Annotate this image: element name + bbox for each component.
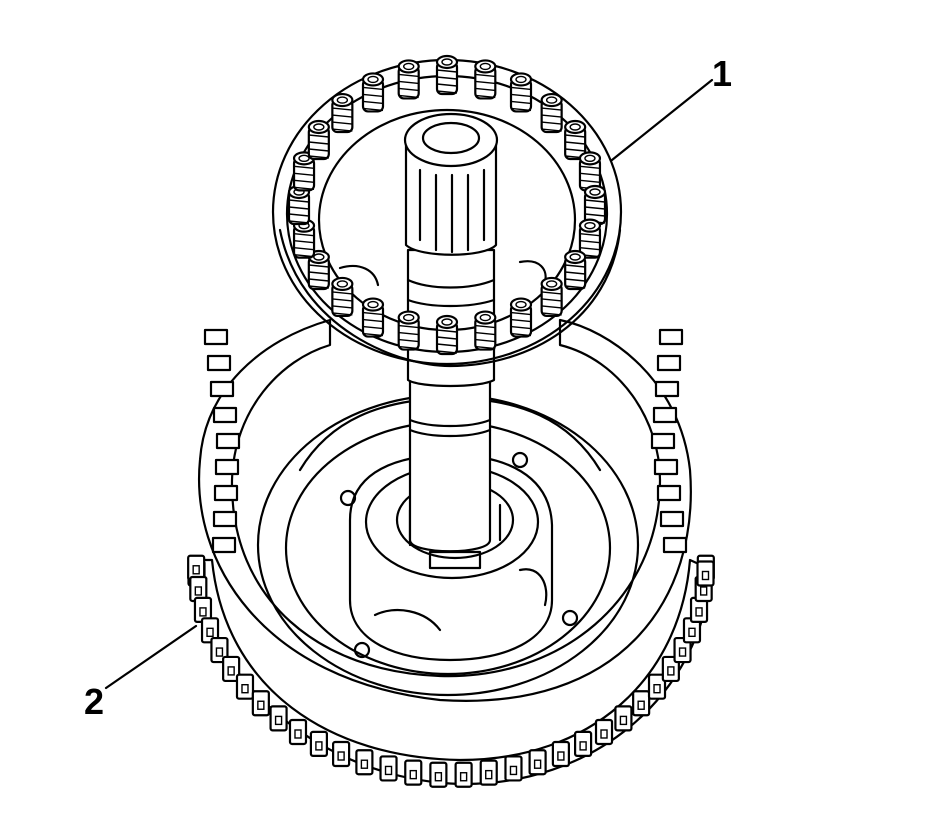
return-springs [287, 54, 607, 356]
coil-spring [307, 119, 330, 161]
spline-tooth [504, 755, 523, 782]
spline-tooth [200, 617, 220, 644]
coil-spring [331, 92, 354, 134]
spline-tooth [673, 636, 692, 664]
spline-tooth [573, 730, 593, 758]
coil-spring [509, 72, 533, 113]
coil-spring [474, 310, 497, 351]
coil-spring [564, 119, 587, 161]
callout-label-1: 1 [712, 53, 733, 94]
spline-tooth [429, 761, 448, 788]
coil-spring [292, 218, 316, 259]
coil-spring [583, 184, 607, 226]
coil-spring [292, 151, 316, 192]
spline-tooth [222, 655, 241, 683]
coil-spring [361, 297, 385, 338]
clutch-housing [187, 318, 715, 788]
spline-tooth [454, 761, 473, 788]
housing-spline-teeth [187, 328, 715, 788]
spline-tooth [528, 749, 547, 776]
coil-spring [361, 72, 385, 113]
spline-tooth [235, 673, 255, 700]
spline-tooth [309, 730, 329, 758]
spline-tooth [479, 759, 498, 786]
spline-tooth [647, 673, 667, 700]
spline-tooth [661, 655, 680, 683]
coil-spring [474, 59, 497, 100]
spline-tooth [355, 749, 374, 776]
coil-spring [540, 92, 563, 134]
spline-tooth [288, 718, 308, 746]
spline-tooth [404, 759, 423, 786]
spline-tooth [210, 636, 229, 664]
spline-tooth [594, 718, 614, 746]
coil-spring [287, 184, 311, 226]
callout-leader-2 [104, 624, 198, 690]
spline-tooth [332, 740, 351, 768]
spring-retainer [271, 54, 623, 368]
spline-tooth [269, 705, 288, 732]
spline-tooth [614, 705, 633, 732]
coil-spring [331, 276, 354, 318]
coil-spring [578, 218, 602, 259]
spline-tooth [632, 690, 651, 717]
coil-spring [509, 297, 533, 338]
coil-spring [435, 54, 459, 96]
callout-leader-1 [610, 78, 714, 162]
coil-spring [578, 151, 602, 192]
coil-spring [397, 310, 420, 351]
coil-spring [397, 59, 420, 100]
coil-spring [540, 276, 563, 318]
spline-tooth [251, 690, 270, 717]
spline-tooth [551, 740, 570, 768]
spline-tooth [696, 560, 715, 587]
coil-spring [435, 314, 459, 356]
coil-spring [564, 249, 587, 291]
callout-label-2: 2 [84, 681, 105, 722]
spline-tooth [379, 755, 398, 782]
